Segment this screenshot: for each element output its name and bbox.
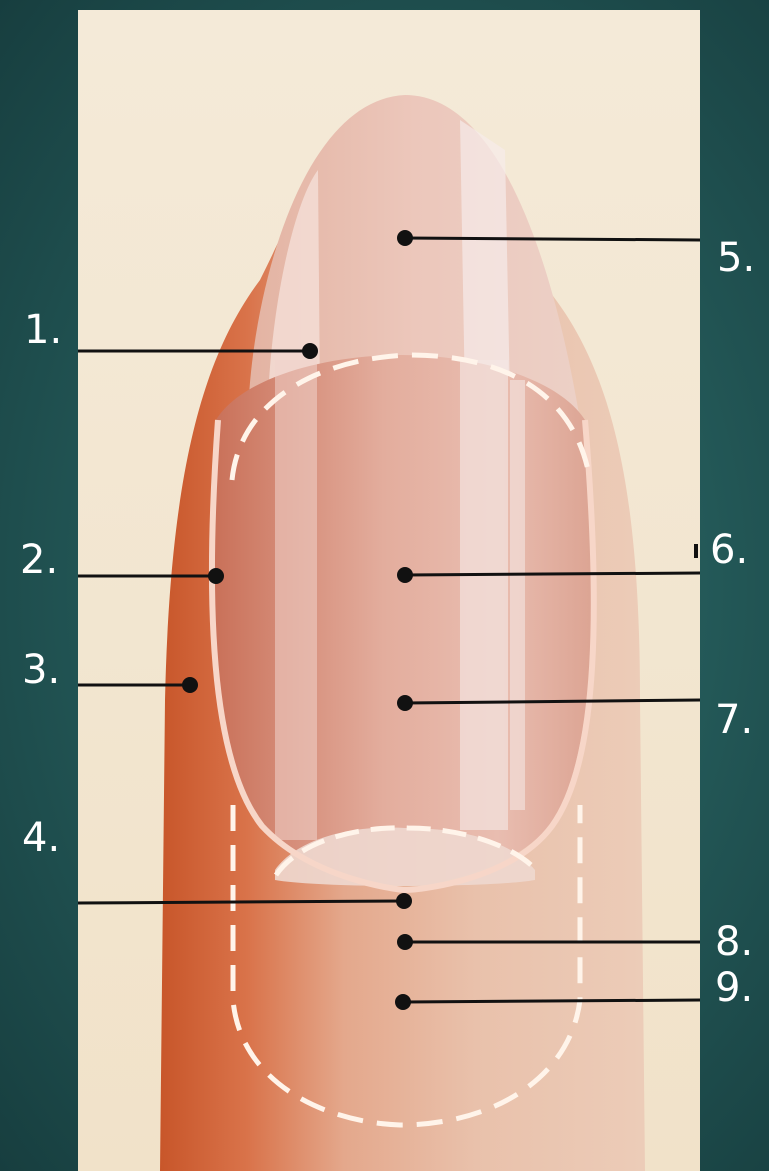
label-1: 1. [24,310,62,350]
marker-dot-2 [208,568,224,584]
label-2: 2. [20,540,58,580]
marker-dot-5 [397,230,413,246]
leader-line-6 [405,573,700,575]
leader-tick-6 [694,544,698,558]
label-9: 9. [715,968,753,1008]
label-5: 5. [717,238,755,278]
leader-line-5 [405,238,700,240]
leader-line-4 [78,901,404,903]
marker-dot-7 [397,695,413,711]
label-8: 8. [715,922,753,962]
leader-line-9 [405,1000,700,1002]
label-4: 4. [22,818,60,858]
label-3: 3. [22,650,60,690]
marker-dot-3 [182,677,198,693]
marker-dot-8 [397,934,413,950]
marker-dot-6 [397,567,413,583]
marker-dot-4 [396,893,412,909]
marker-dot-9 [395,994,411,1010]
label-6: 6. [710,530,748,570]
nail-plate [213,355,593,885]
marker-dot-1 [302,343,318,359]
label-7: 7. [715,700,753,740]
